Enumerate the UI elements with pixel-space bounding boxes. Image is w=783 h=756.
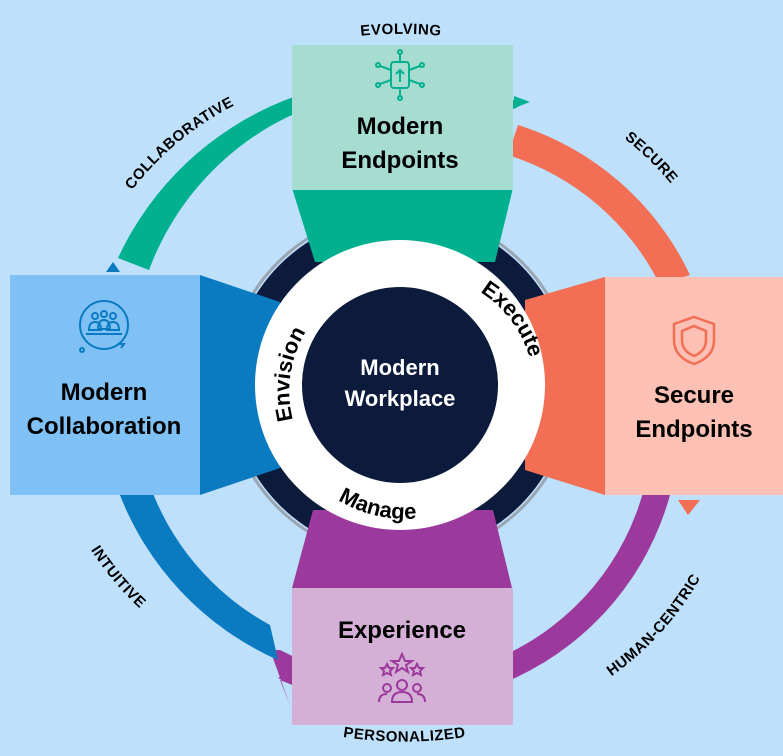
arrowhead-right	[678, 500, 700, 515]
arc-label-intuitive: INTUITIVE	[87, 543, 148, 612]
collaboration-icon	[79, 300, 129, 353]
box-modern-collaboration-line1: Modern	[61, 379, 148, 406]
svg-text:EVOLVING: EVOLVING	[360, 21, 443, 40]
center-circle	[302, 287, 498, 483]
center-title-line1: Modern	[360, 355, 439, 380]
arrowhead-left	[106, 262, 120, 272]
center-title-line2: Workplace	[345, 386, 456, 411]
arrowhead-bottom	[278, 670, 295, 686]
svg-text:PERSONALIZED: PERSONALIZED	[342, 724, 466, 746]
box-modern-collaboration-line2: Collaboration	[27, 413, 182, 440]
svg-text:SECURE: SECURE	[622, 128, 681, 186]
box-secure-endpoints-line1: Secure	[654, 382, 734, 409]
arc-label-personalized: PERSONALIZED	[342, 724, 466, 746]
connector-top	[292, 188, 513, 262]
arc-segment-top-right	[508, 125, 690, 285]
arc-label-secure: SECURE	[622, 128, 681, 186]
box-modern-endpoints-line2: Endpoints	[341, 147, 458, 174]
circuit-device-icon	[375, 49, 425, 101]
connector-bottom	[292, 510, 512, 588]
connector-right	[525, 277, 605, 495]
arc-segment-left-bottom	[118, 480, 278, 660]
box-modern-endpoints	[292, 45, 513, 190]
people-stars-icon	[378, 651, 426, 703]
box-secure-endpoints-line2: Endpoints	[635, 416, 752, 443]
svg-text:INTUITIVE: INTUITIVE	[87, 543, 149, 612]
box-modern-endpoints-line1: Modern	[357, 113, 444, 140]
arrowhead-top	[514, 96, 530, 108]
box-secure-endpoints	[605, 277, 783, 495]
shield-icon	[672, 315, 716, 366]
arc-label-evolving: EVOLVING	[360, 21, 442, 40]
connector-left	[200, 275, 280, 495]
box-experience-title: Experience	[338, 617, 466, 644]
